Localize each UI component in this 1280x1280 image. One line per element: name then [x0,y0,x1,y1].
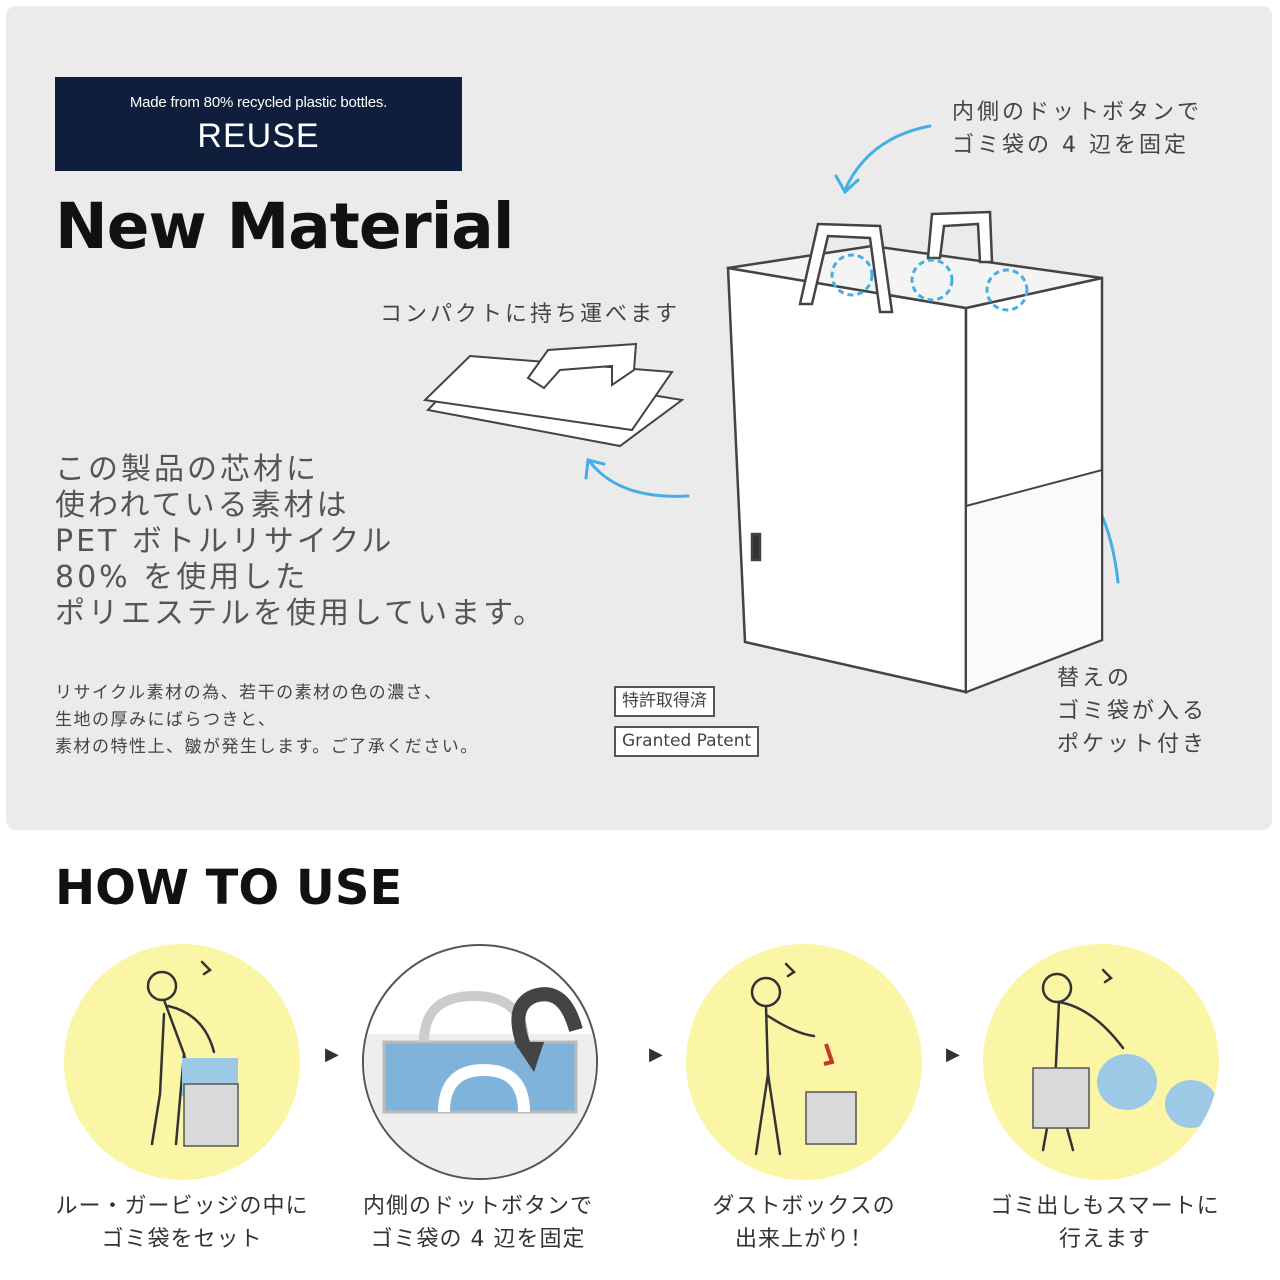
callout-line: 内側のドットボタンで [952,100,1203,125]
pocket-callout: 替えの ゴミ袋が入る ポケット付き [1057,662,1207,761]
callout-line: ゴミ袋の 4 辺を固定 [952,133,1189,158]
recycled-material-note: リサイクル素材の為、若干の素材の色の濃さ、 生地の厚みにばらつきと、 素材の特性… [55,680,479,761]
reuse-banner: Made from 80% recycled plastic bottles. … [55,77,462,171]
patent-badge-jp: 特許取得済 [614,686,715,717]
step-1-caption: ルー・ガービッジの中に ゴミ袋をセット [32,1190,332,1256]
apple-core-icon [823,1043,835,1066]
folded-bag-illustration [422,342,685,448]
step-arrow-icon: ▶ [649,1044,663,1065]
arrow-head [834,174,860,195]
step-4-illustration [983,944,1219,1180]
arrow-to-folded [588,460,690,498]
material-description: この製品の芯材に 使われている素材は PET ボトルリサイクル 80% を使用し… [55,452,546,632]
trash-bag-icon [1097,1054,1157,1110]
dust-box-icon [1032,1067,1090,1129]
arrow-to-buttons [843,124,932,192]
caption-line: 内側のドットボタンで [362,1194,593,1219]
caption-line: ルー・ガービッジの中に [55,1194,309,1219]
caption-line: ゴミ袋の 4 辺を固定 [370,1227,586,1252]
product-illustration [422,124,1120,694]
banner-label: REUSE [197,117,320,155]
caption-line: ゴミ袋をセット [101,1227,263,1252]
compact-callout: コンパクトに持ち運べます [380,302,681,327]
rotate-arrow-icon [511,987,583,1049]
step-arrow-icon: ▶ [325,1044,339,1065]
patent-badge-en: Granted Patent [614,726,760,757]
caption-line: ダストボックスの [712,1194,896,1219]
note-line: 生地の厚みにばらつきと、 [55,710,277,730]
banner-subtitle: Made from 80% recycled plastic bottles. [129,94,388,111]
description-line: 使われている素材は [55,488,350,523]
person-throwing-trash-icon [750,962,857,1156]
step-arrow-icon: ▶ [946,1044,960,1065]
callout-line: ゴミ袋が入る [1057,699,1208,724]
description-line: 80% を使用した [55,560,309,595]
description-line: ポリエステルを使用しています。 [55,596,547,631]
note-line: 素材の特性上、皺が発生します。ご了承ください。 [55,737,479,757]
bag-top-view-icon [364,987,596,1178]
step-2-caption: 内側のドットボタンで ゴミ袋の 4 辺を固定 [328,1190,628,1256]
caption-line: 行えます [1058,1227,1151,1252]
callout-line: ポケット付き [1057,732,1208,757]
description-line: この製品の芯材に [55,452,319,487]
step-3-caption: ダストボックスの 出来上がり！ [654,1190,954,1256]
step-2-illustration [362,944,598,1180]
step-1-illustration [64,944,300,1180]
page-title: New Material [55,190,514,263]
caption-line: 出来上がり！ [734,1227,873,1252]
person-setting-bag-icon [146,960,239,1147]
person-taking-out-trash-icon [1032,968,1217,1152]
note-line: リサイクル素材の為、若干の素材の色の濃さ、 [55,683,443,703]
description-line: PET ボトルリサイクル [55,524,395,559]
howto-title: HOW TO USE [55,860,403,916]
caption-line: ゴミ出しもスマートに [990,1194,1220,1219]
dot-button-callout: 内側のドットボタンで ゴミ袋の 4 辺を固定 [952,96,1202,162]
step-3-illustration [686,944,922,1180]
trash-bag-icon [1165,1080,1217,1128]
arrow-head [584,458,606,480]
callout-line: 替えの [1057,666,1133,691]
dust-box-icon [805,1091,857,1145]
step-4-caption: ゴミ出しもスマートに 行えます [955,1190,1255,1256]
dot-button-markers [830,253,1029,312]
bag-illustration [726,210,1104,694]
